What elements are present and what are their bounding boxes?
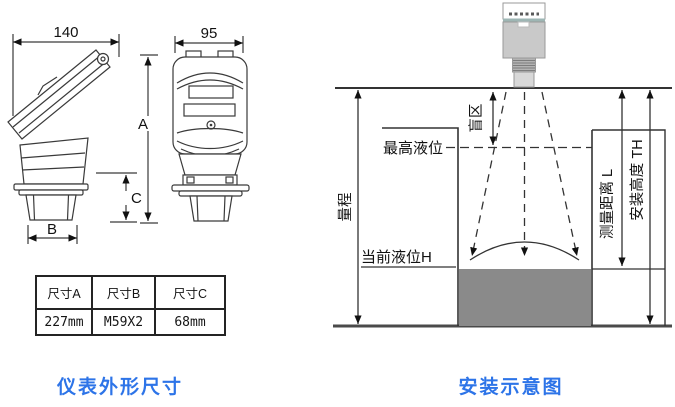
front-probe <box>25 194 77 221</box>
display-window-2 <box>183 103 236 117</box>
table-value-row: 227mm M59X2 68mm <box>35 308 226 336</box>
ultrasonic-sensor <box>502 2 546 88</box>
dimension-95: 95 <box>174 25 244 53</box>
dimension-B: B <box>27 221 78 244</box>
dim-140-label: 140 <box>53 24 78 41</box>
echo-arc <box>469 241 580 261</box>
dim-A-label: A <box>138 116 148 133</box>
table-header-cell: 尺寸B <box>91 275 156 310</box>
table-value-cell: 68mm <box>154 308 226 336</box>
tilted-display-head <box>7 49 111 140</box>
range-label: 量程 <box>337 193 354 222</box>
dimensions-table: 尺寸A 尺寸B 尺寸C 227mm M59X2 68mm <box>35 275 226 336</box>
front-flange <box>13 183 89 196</box>
tank-left-wall <box>382 127 459 326</box>
current-level-label: 当前液位H <box>361 249 432 266</box>
device-side-view: 95 A <box>135 25 250 224</box>
dim-B-label: B <box>47 221 57 238</box>
table-header-cell: 尺寸C <box>154 275 226 310</box>
right-section-caption: 安装示意图 <box>458 377 564 398</box>
dimension-A: A <box>135 54 158 224</box>
dim-95-label: 95 <box>201 25 218 42</box>
display-window-1 <box>188 85 234 99</box>
measure-distance-label: 测量距离 L <box>599 169 616 239</box>
blind-zone-label: 盲区 <box>468 104 485 133</box>
sight-tab <box>37 76 58 96</box>
max-level-label: 最高液位 <box>383 140 443 157</box>
installation-diagram: 最高液位 当前液位H 盲区 量程 测量距离 L 安装高度 TH <box>333 2 672 328</box>
ultrasonic-beam-cone <box>470 91 579 257</box>
table-header-row: 尺寸A 尺寸B 尺寸C <box>35 275 226 310</box>
table-header-cell: 尺寸A <box>35 275 93 310</box>
device-front-view: 140 <box>7 24 142 244</box>
front-lower-body <box>19 137 89 185</box>
left-section-caption: 仪表外形尺寸 <box>56 377 183 398</box>
side-body <box>172 50 248 157</box>
table-value-cell: M59X2 <box>91 308 156 336</box>
dim-C-label: C <box>131 190 142 207</box>
right-extension-bracket <box>592 129 666 326</box>
sensor-cap <box>502 2 546 20</box>
sensor-body <box>502 21 546 59</box>
side-lower-housing <box>178 153 242 186</box>
liquid-fill <box>459 269 591 326</box>
side-probe <box>189 195 233 222</box>
sensor-probe-tip <box>513 71 535 88</box>
sensor-band <box>503 18 545 22</box>
install-height-label: 安装高度 TH <box>629 139 646 220</box>
side-flange <box>171 184 250 197</box>
table-value-cell: 227mm <box>35 308 93 336</box>
dimension-140: 140 <box>12 24 120 116</box>
dimension-C: C <box>96 172 142 223</box>
